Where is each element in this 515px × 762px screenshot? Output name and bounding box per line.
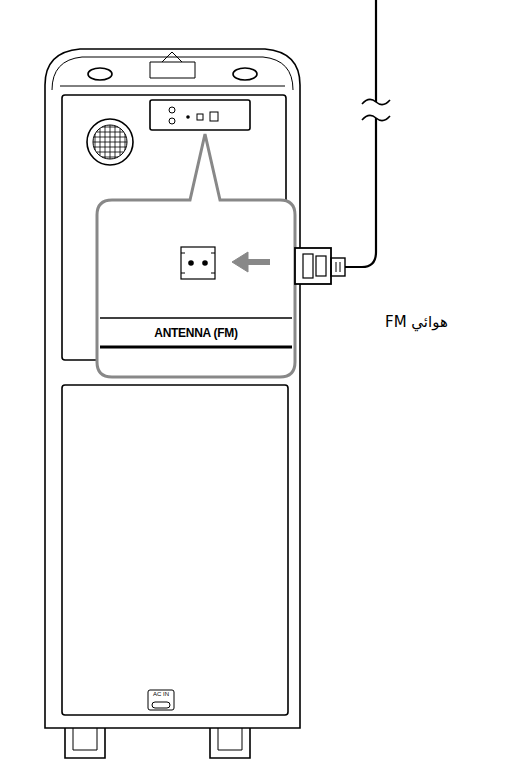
foot bbox=[65, 728, 105, 758]
speaker-body bbox=[45, 49, 300, 728]
top-knob bbox=[233, 68, 257, 80]
top-knob bbox=[88, 68, 112, 80]
fan-grille bbox=[87, 119, 133, 165]
jack-panel bbox=[150, 100, 250, 130]
antenna-wire bbox=[345, 118, 376, 267]
jack-label: ANTENNA (FM) bbox=[154, 326, 237, 340]
antenna-plug bbox=[295, 248, 331, 284]
antenna-jack bbox=[181, 247, 215, 279]
ac-socket bbox=[148, 690, 174, 710]
antenna-wire bbox=[375, 0, 377, 102]
foot bbox=[210, 728, 250, 758]
lower-panel bbox=[62, 385, 288, 715]
socket-label: AC IN bbox=[153, 691, 169, 697]
magnify-callout bbox=[97, 134, 295, 377]
antenna-label: هوائي FM bbox=[385, 313, 448, 331]
callout-box: ANTENNA (FM) bbox=[100, 203, 292, 374]
insert-arrow bbox=[245, 259, 270, 265]
